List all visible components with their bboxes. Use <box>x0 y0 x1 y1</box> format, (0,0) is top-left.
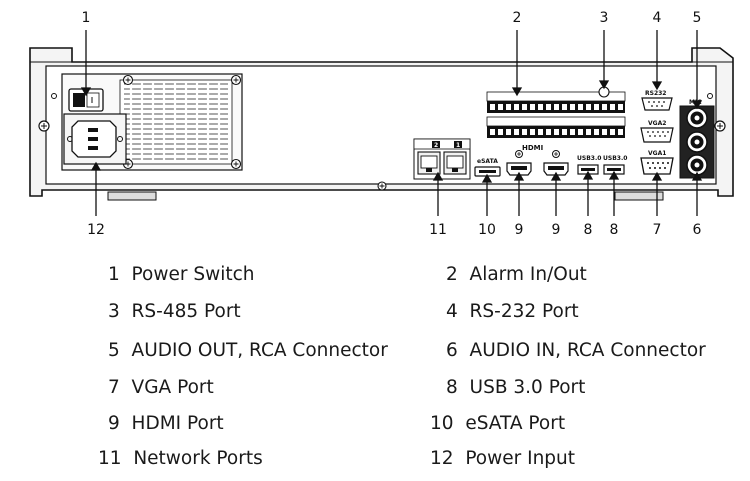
legend-item: 4 RS-232 Port <box>446 301 579 322</box>
legend-number: 4 <box>446 301 458 322</box>
legend-item: 12 Power Input <box>430 448 575 469</box>
legend-text: RS-232 Port <box>469 301 579 322</box>
legend-number: 11 <box>98 448 122 469</box>
network-port-1-label: 1 <box>456 142 460 149</box>
legend-text: RS-485 Port <box>131 301 241 322</box>
network-port-2-label: 2 <box>434 142 438 149</box>
callout-3: 3 <box>600 10 609 26</box>
screw-icon <box>377 181 387 191</box>
callout-11: 11 <box>429 222 447 238</box>
legend-number: 5 <box>108 340 120 361</box>
audio-rca-panel: MIC <box>679 99 715 179</box>
hdmi-logo: HDMI <box>522 144 543 152</box>
legend-number: 6 <box>446 340 458 361</box>
legend-number: 1 <box>108 264 120 285</box>
legend-item: 10 eSATA Port <box>430 413 565 434</box>
power-inlet-icon <box>63 113 127 165</box>
legend-text: eSATA Port <box>465 413 566 434</box>
screw-icon <box>230 158 242 170</box>
legend-number: 10 <box>430 413 454 434</box>
vga1-port-icon <box>640 157 674 175</box>
rca-connector-icon <box>686 154 708 176</box>
rear-panel-diagram: RS232 VGA2 VGA1 MIC <box>29 10 734 238</box>
callout-5: 5 <box>693 10 702 26</box>
esata-label: eSATA <box>477 158 498 165</box>
usb-2-label: USB3.0 <box>603 155 627 162</box>
hdmi-port-icon <box>506 150 532 176</box>
legend-item: 7 VGA Port <box>108 377 214 398</box>
callout-6: 6 <box>693 222 702 238</box>
legend-number: 7 <box>108 377 120 398</box>
network-ports-block: 2 1 <box>413 138 471 180</box>
legend-item: 6 AUDIO IN, RCA Connector <box>446 340 706 361</box>
foot <box>107 191 157 201</box>
screw-icon <box>122 74 134 86</box>
usb-1-label: USB3.0 <box>577 155 601 162</box>
legend-text: VGA Port <box>131 377 214 398</box>
legend-text: HDMI Port <box>131 413 224 434</box>
leader-lines <box>80 30 703 216</box>
screw-icon <box>38 120 50 132</box>
rca-connector-icon <box>686 131 708 153</box>
callout-7: 7 <box>653 222 662 238</box>
foot <box>614 191 664 201</box>
screw-icon <box>230 74 242 86</box>
alarm-terminal-block <box>486 91 626 138</box>
callout-9b: 9 <box>552 222 561 238</box>
legend-item: 9 HDMI Port <box>108 413 224 434</box>
legend-item: 3 RS-485 Port <box>108 301 241 322</box>
rs232-label: RS232 <box>645 90 666 97</box>
legend-number: 12 <box>430 448 454 469</box>
callout-8b: 8 <box>610 222 619 238</box>
callout-9a: 9 <box>515 222 524 238</box>
legend-item: 5 AUDIO OUT, RCA Connector <box>108 340 388 361</box>
legend-text: Power Switch <box>131 264 255 285</box>
legend-text: Network Ports <box>133 448 263 469</box>
power-switch-icon <box>68 88 104 112</box>
hdmi-port-icon <box>543 150 569 176</box>
rs232-port-icon <box>641 97 673 111</box>
legend-number: 2 <box>446 264 458 285</box>
vga2-port-icon <box>640 127 674 143</box>
legend-number: 3 <box>108 301 120 322</box>
callout-4: 4 <box>653 10 662 26</box>
fan-grille <box>119 79 233 165</box>
ethernet-port-icon <box>417 151 441 175</box>
rca-connector-icon <box>686 107 708 129</box>
callout-1: 1 <box>82 10 91 26</box>
callout-2: 2 <box>513 10 522 26</box>
vga2-label: VGA2 <box>648 120 666 127</box>
legend-item: 1 Power Switch <box>108 264 255 285</box>
legend-item: 2 Alarm In/Out <box>446 264 587 285</box>
callout-8a: 8 <box>584 222 593 238</box>
legend-number: 8 <box>446 377 458 398</box>
legend-text: Alarm In/Out <box>469 264 587 285</box>
vga1-label: VGA1 <box>648 150 666 157</box>
legend-text: AUDIO OUT, RCA Connector <box>131 340 388 361</box>
legend-text: USB 3.0 Port <box>469 377 586 398</box>
ethernet-port-icon <box>443 151 467 175</box>
legend-text: Power Input <box>465 448 576 469</box>
callout-10: 10 <box>478 222 496 238</box>
screw-icon <box>714 120 726 132</box>
legend-number: 9 <box>108 413 120 434</box>
legend-text: AUDIO IN, RCA Connector <box>469 340 706 361</box>
callout-12: 12 <box>87 222 105 238</box>
legend-item: 8 USB 3.0 Port <box>446 377 585 398</box>
legend-item: 11 Network Ports <box>98 448 263 469</box>
